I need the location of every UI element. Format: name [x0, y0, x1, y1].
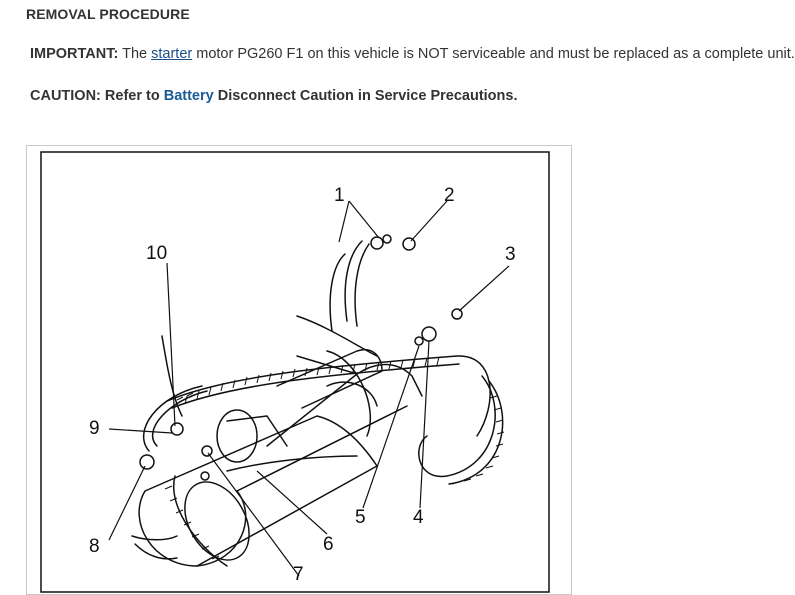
- callout-10: 10: [146, 243, 167, 264]
- battery-link[interactable]: Battery: [163, 88, 214, 104]
- starter-removal-figure: 1 2 3 4 5 6 7 8 9 10: [26, 145, 572, 595]
- callout-3: 3: [505, 244, 516, 265]
- section-title: REMOVAL PROCEDURE: [26, 6, 190, 22]
- starter-motor-drawing: [131, 234, 504, 567]
- caution-note: CAUTION: Refer to Battery Disconnect Cau…: [30, 88, 517, 104]
- callout-labels: 1 2 3 4 5 6 7 8 9 10: [89, 185, 516, 585]
- callout-1: 1: [334, 185, 345, 206]
- callout-2: 2: [444, 185, 455, 206]
- callout-leader-lines: [108, 200, 510, 577]
- caution-text-before: CAUTION: Refer to: [30, 88, 164, 104]
- diagram-border: [40, 151, 550, 593]
- callout-8: 8: [89, 536, 100, 557]
- starter-diagram-illustration: 1 2 3 4 5 6 7 8 9 10: [40, 151, 550, 593]
- important-note: IMPORTANT: The starter motor PG260 F1 on…: [30, 46, 795, 62]
- callout-5: 5: [355, 507, 366, 528]
- cable-corrugation-marks: [164, 356, 505, 560]
- important-text-before: The: [118, 46, 152, 62]
- callout-7: 7: [293, 564, 304, 585]
- callout-9: 9: [89, 418, 100, 439]
- callout-4: 4: [413, 507, 424, 528]
- important-label: IMPORTANT:: [30, 46, 119, 62]
- caution-text-after: Disconnect Caution in Service Precaution…: [213, 88, 518, 104]
- starter-link[interactable]: starter: [151, 46, 193, 62]
- callout-6: 6: [323, 534, 334, 555]
- important-text-after: motor PG260 F1 on this vehicle is NOT se…: [192, 46, 795, 62]
